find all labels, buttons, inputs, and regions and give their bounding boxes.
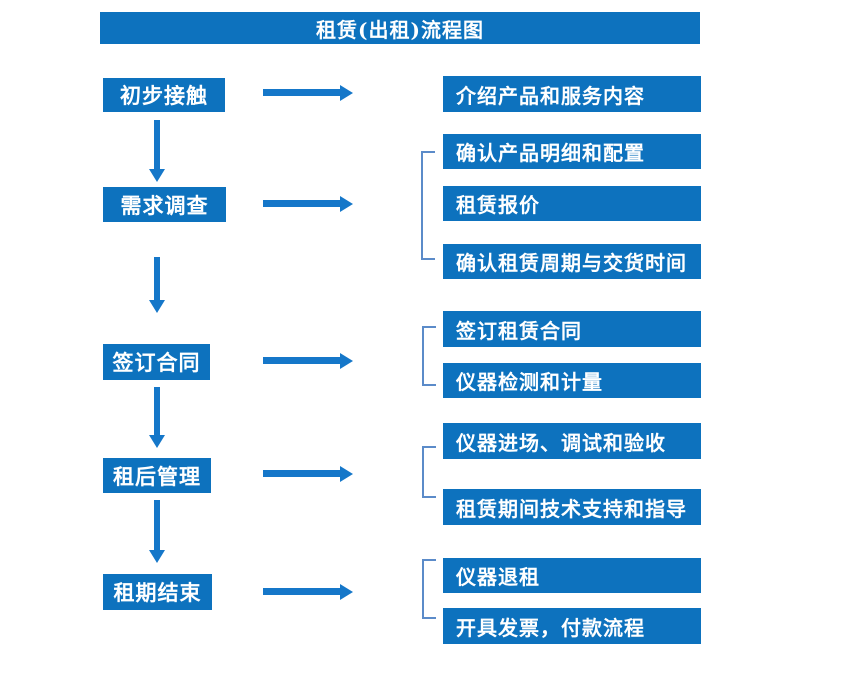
arrow-shaft bbox=[154, 500, 160, 552]
flowchart-title: 租赁(出租)流程图 bbox=[316, 17, 484, 42]
detail-box-introduce-products: 介绍产品和服务内容 bbox=[443, 76, 701, 112]
group-bracket-post-rental bbox=[422, 446, 436, 498]
detail-box-confirm-product-config: 确认产品明细和配置 bbox=[443, 134, 701, 169]
step-box-initial-contact: 初步接触 bbox=[103, 78, 225, 112]
detail-label: 仪器退租 bbox=[456, 565, 540, 589]
arrow-head bbox=[340, 466, 353, 482]
arrow-shaft bbox=[263, 588, 341, 595]
arrow-shaft bbox=[263, 470, 341, 477]
detail-label: 仪器进场、调试和验收 bbox=[456, 430, 666, 455]
right-arrow-5-icon bbox=[263, 584, 353, 600]
arrow-head bbox=[149, 300, 165, 313]
group-bracket-needs-survey bbox=[421, 151, 435, 260]
step-label: 租期结束 bbox=[113, 580, 202, 605]
detail-box-rental-quote: 租赁报价 bbox=[443, 186, 701, 221]
right-arrow-1-icon bbox=[263, 85, 353, 101]
arrow-head bbox=[149, 169, 165, 182]
step-label: 需求调查 bbox=[120, 192, 209, 218]
detail-box-confirm-period-delivery: 确认租赁周期与交货时间 bbox=[443, 244, 701, 279]
down-arrow-4-icon bbox=[149, 500, 165, 563]
arrow-head bbox=[149, 435, 165, 448]
flowchart-title-bar: 租赁(出租)流程图 bbox=[100, 12, 700, 44]
detail-label: 仪器检测和计量 bbox=[456, 370, 603, 394]
step-label: 签订合同 bbox=[112, 350, 201, 375]
detail-label: 租赁报价 bbox=[456, 193, 540, 217]
step-label: 租后管理 bbox=[113, 463, 201, 489]
arrow-shaft bbox=[263, 200, 341, 207]
step-box-sign-contract: 签订合同 bbox=[103, 344, 210, 380]
step-box-post-rental-management: 租后管理 bbox=[103, 458, 211, 493]
arrow-head bbox=[340, 584, 353, 600]
step-label: 初步接触 bbox=[120, 83, 208, 108]
right-arrow-2-icon bbox=[263, 196, 353, 212]
detail-label: 开具发票，付款流程 bbox=[456, 615, 645, 640]
detail-box-instrument-setup-acceptance: 仪器进场、调试和验收 bbox=[443, 423, 701, 459]
arrow-shaft bbox=[263, 357, 341, 364]
detail-box-technical-support: 租赁期间技术支持和指导 bbox=[443, 489, 701, 525]
detail-box-invoice-payment: 开具发票，付款流程 bbox=[443, 608, 701, 644]
arrow-head bbox=[340, 196, 353, 212]
detail-label: 签订租赁合同 bbox=[456, 318, 582, 343]
right-arrow-4-icon bbox=[263, 466, 353, 482]
detail-label: 租赁期间技术支持和指导 bbox=[456, 496, 687, 521]
detail-label: 确认产品明细和配置 bbox=[456, 141, 645, 165]
detail-box-sign-rental-contract: 签订租赁合同 bbox=[443, 311, 701, 347]
arrow-head bbox=[340, 353, 353, 369]
step-box-needs-survey: 需求调查 bbox=[103, 187, 226, 222]
step-box-rental-end: 租期结束 bbox=[103, 574, 212, 610]
arrow-shaft bbox=[154, 387, 160, 437]
arrow-head bbox=[340, 85, 353, 101]
arrow-head bbox=[149, 550, 165, 563]
arrow-shaft bbox=[154, 257, 160, 302]
detail-box-instrument-testing: 仪器检测和计量 bbox=[443, 363, 701, 398]
detail-label: 确认租赁周期与交货时间 bbox=[456, 251, 687, 275]
down-arrow-2-icon bbox=[149, 257, 165, 313]
detail-box-instrument-return: 仪器退租 bbox=[443, 558, 701, 593]
detail-label: 介绍产品和服务内容 bbox=[456, 83, 645, 108]
arrow-shaft bbox=[263, 89, 341, 96]
down-arrow-1-icon bbox=[149, 120, 165, 182]
down-arrow-3-icon bbox=[149, 387, 165, 448]
right-arrow-3-icon bbox=[263, 353, 353, 369]
group-bracket-rental-end bbox=[422, 559, 436, 619]
group-bracket-sign-contract bbox=[422, 326, 436, 386]
arrow-shaft bbox=[154, 120, 160, 171]
